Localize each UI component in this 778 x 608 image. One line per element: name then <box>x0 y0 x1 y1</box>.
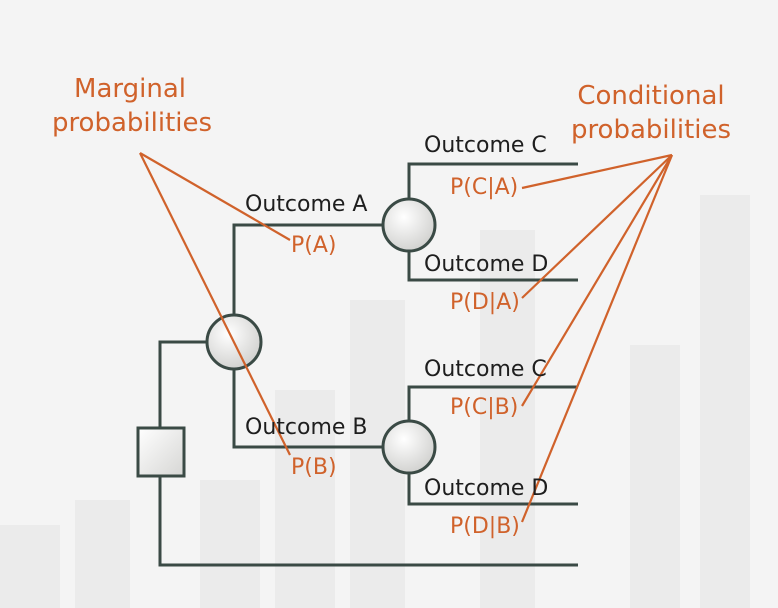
conditional-title-line2: probabilities <box>571 115 731 145</box>
lower-outcome-c-label: Outcome C <box>424 357 547 382</box>
conditional-title-line1: Conditional <box>577 81 724 111</box>
p-c-given-a-label: P(C|A) <box>450 175 518 200</box>
upper-outcome-d-label: Outcome D <box>424 252 548 277</box>
p-a-label: P(A) <box>291 233 336 258</box>
p-d-given-b-label: P(D|B) <box>450 514 520 539</box>
p-c-given-b-label: P(C|B) <box>450 395 518 420</box>
marginal-title-line1: Marginal <box>74 74 186 104</box>
p-d-given-a-label: P(D|A) <box>450 290 520 315</box>
tree-branches <box>158 162 578 567</box>
upper-outcome-c-label: Outcome C <box>424 133 547 158</box>
background-bars <box>0 195 750 608</box>
lower-outcome-d-label: Outcome D <box>424 476 548 501</box>
outcome-b-label: Outcome B <box>245 415 368 440</box>
chance-node-a <box>381 197 437 253</box>
annotation-pointers <box>139 152 674 523</box>
outcome-a-label: Outcome A <box>245 192 367 217</box>
decision-node <box>136 426 186 478</box>
marginal-title-line2: probabilities <box>52 108 212 138</box>
p-b-label: P(B) <box>291 455 337 480</box>
chance-node-b <box>381 419 437 475</box>
